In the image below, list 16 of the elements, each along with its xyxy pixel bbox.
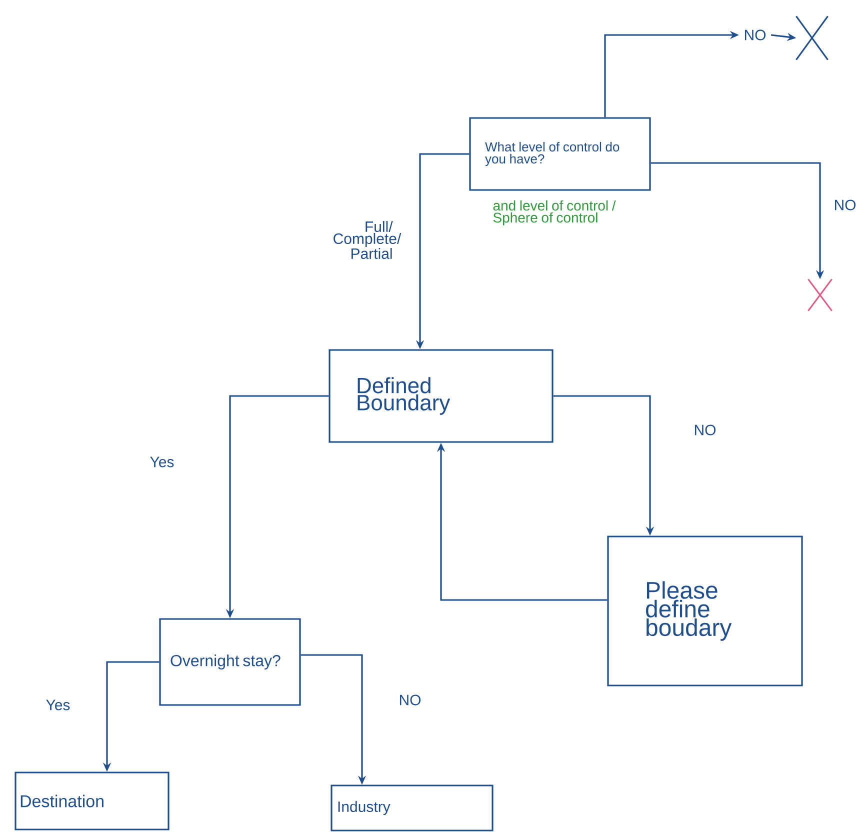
question-box: What level of control do you have? (469, 117, 651, 191)
edge-label: NO (692, 422, 718, 438)
edge-label: Yes (148, 454, 176, 470)
decision-box: Overnight stay? (159, 618, 301, 706)
cross-mark (795, 15, 829, 61)
process-box: Defined Boundary (328, 349, 554, 443)
edge-label: Yes (44, 698, 72, 712)
process-box: Please define boudary (607, 536, 803, 686)
outcome-box: Destination (14, 772, 170, 830)
annotation-note: and level of control / Sphere of control (493, 200, 616, 226)
edge-label: NO (832, 198, 858, 212)
cross-mark (807, 278, 833, 312)
edge-label: Full/ Complete/ Partial (330, 219, 402, 261)
answer-text: NO (744, 30, 766, 40)
outcome-box: Industry (330, 784, 494, 832)
edge-label: NO (396, 692, 424, 708)
